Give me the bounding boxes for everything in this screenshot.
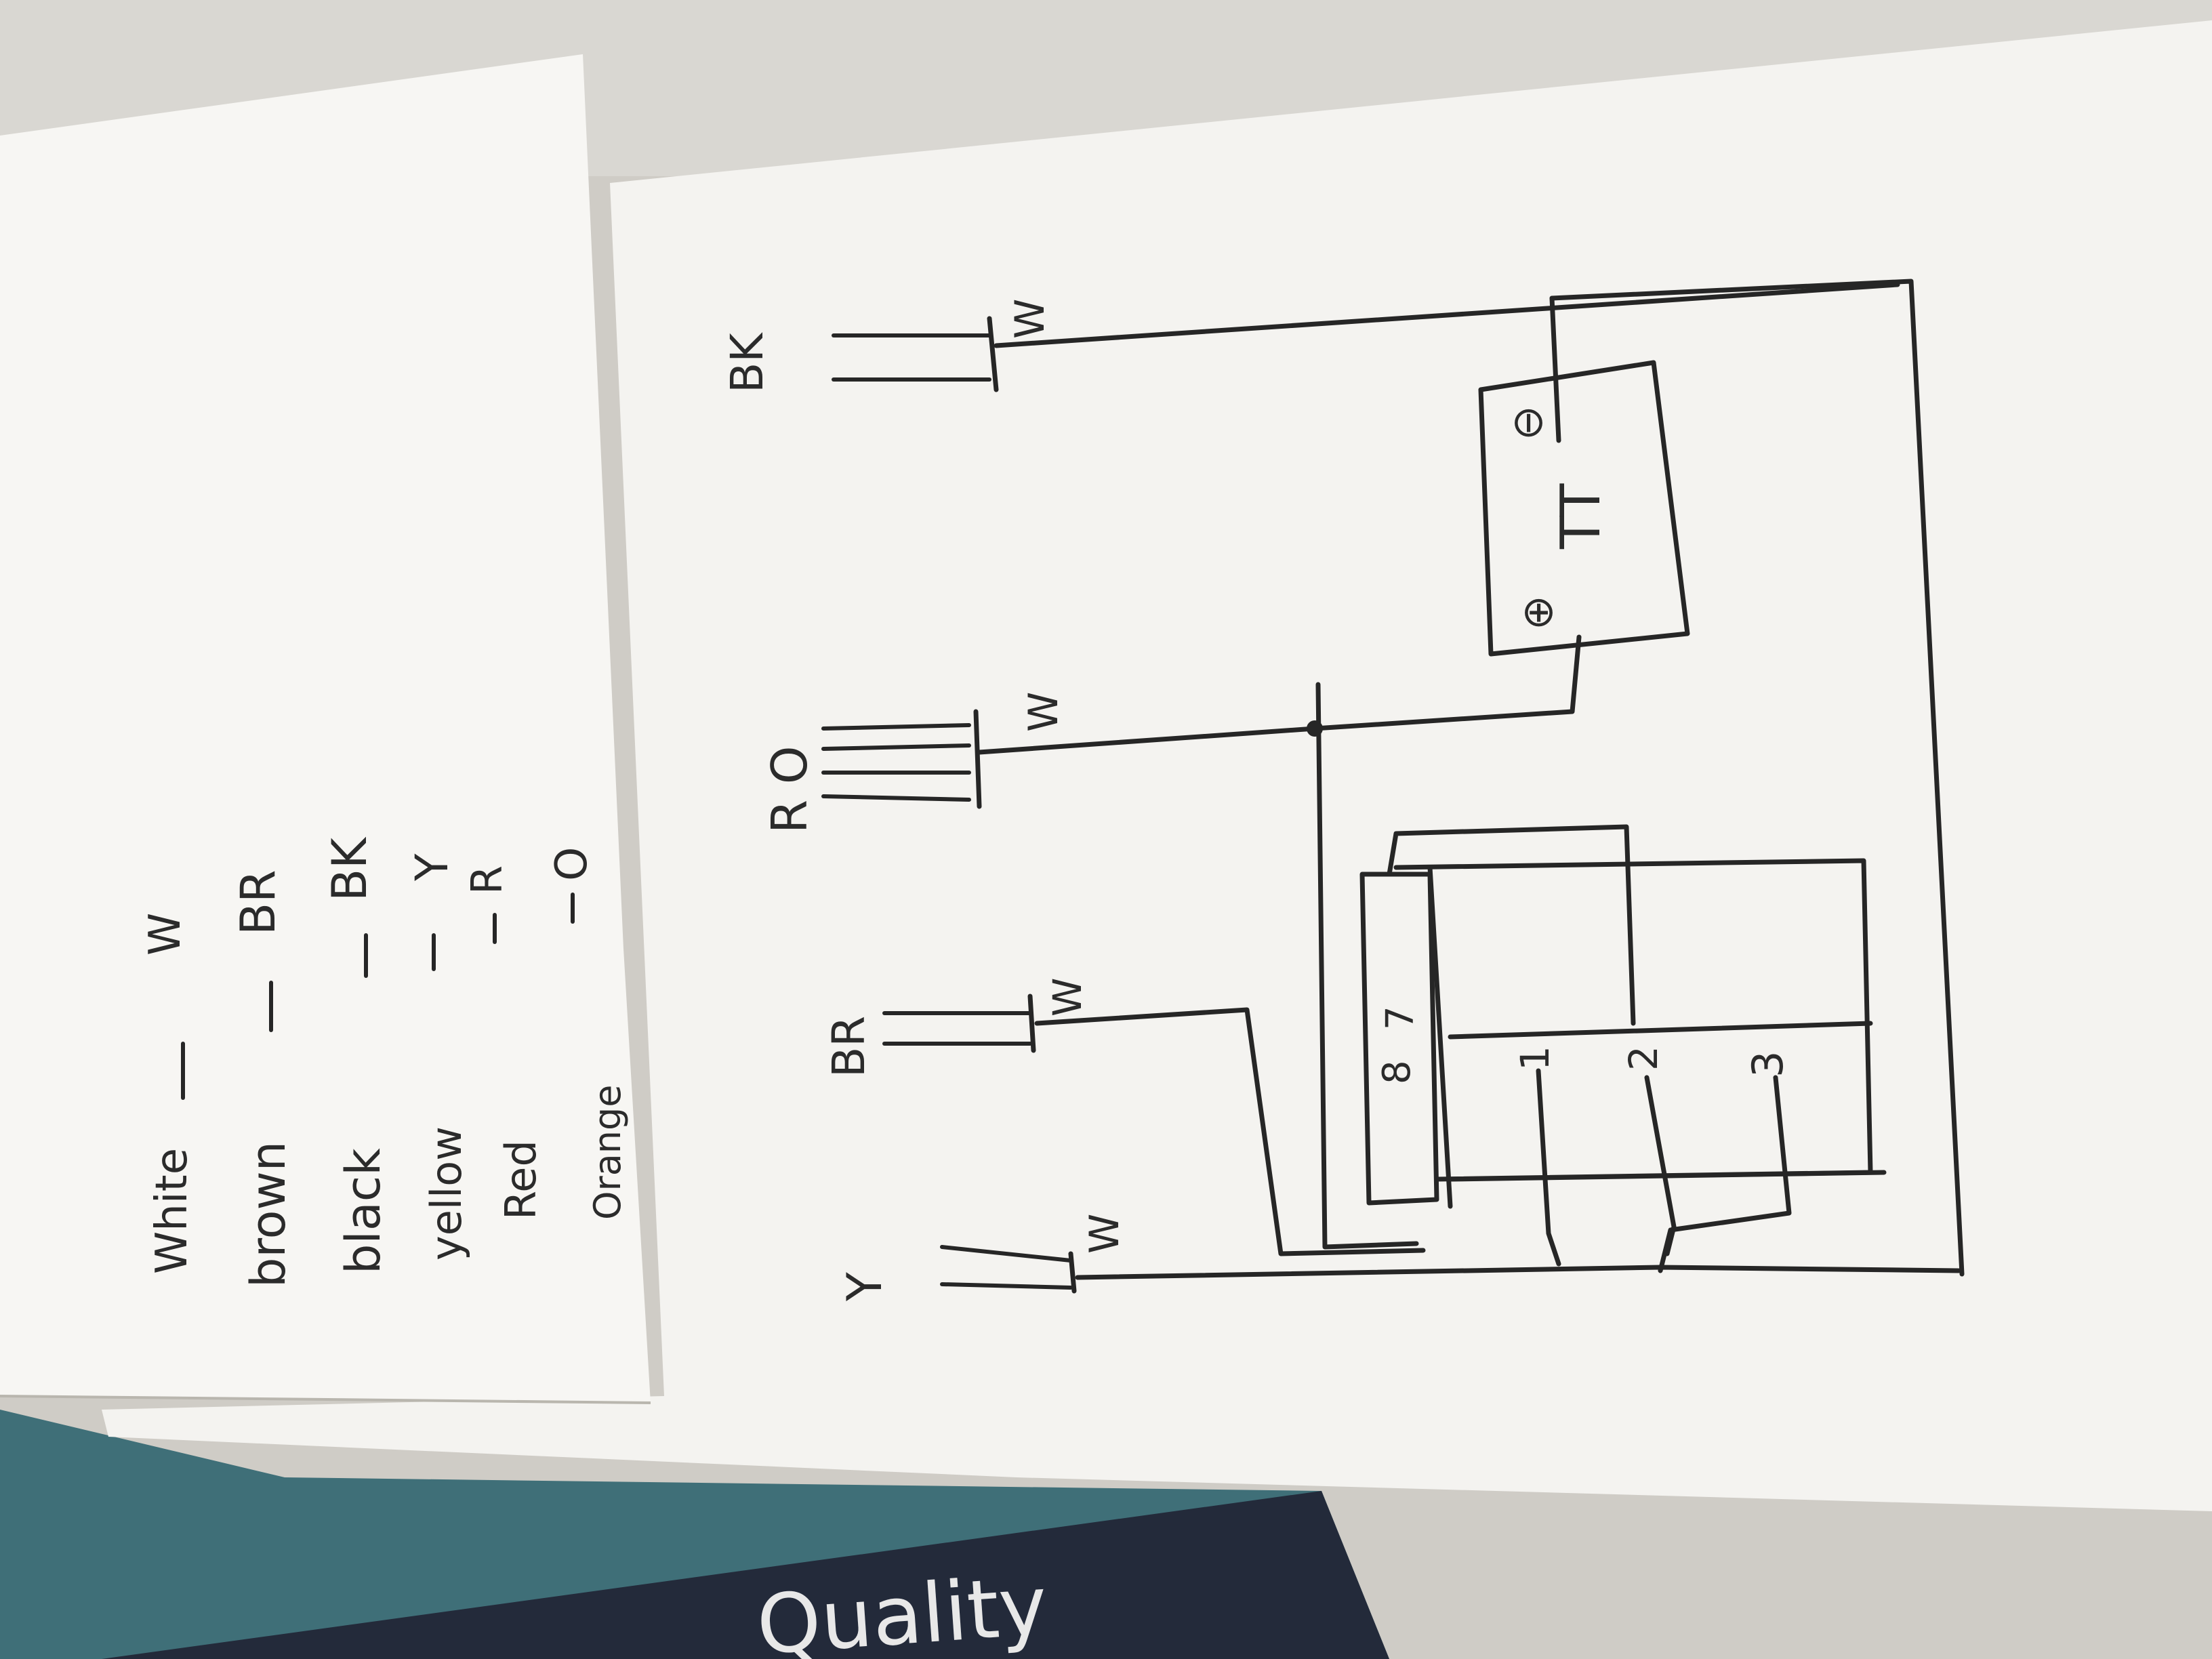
wire-group-bk: BK W [721,282,1900,393]
relay-block: 7 8 1 2 3 [1359,824,1887,1273]
relay-body [1359,872,1439,1206]
relay-cross [1448,1021,1873,1040]
relay-bottom [1448,1170,1887,1182]
wire-crimp [1068,1251,1077,1294]
wire-crimp [973,709,982,809]
bk-line [994,282,1900,348]
thermostat-plus: ⊕ [1513,595,1562,630]
wire-strand [821,743,971,751]
thermostat-box [1478,360,1690,657]
wire-strand [821,723,971,731]
legend-color-orange: Orange [586,1084,629,1220]
outer-loop [1549,279,1965,1277]
terminal-2-lead [1644,1075,1677,1256]
legend-row-white: White W [140,913,197,1274]
terminal-2: 2 [1620,1046,1666,1071]
terminal-3-lead [1658,1075,1792,1273]
slip-edge [0,1395,651,1404]
terminal-7: 7 [1378,1006,1422,1030]
thermostat-label: TT [1549,483,1612,550]
wire-strand [821,794,971,802]
common-label-br: W [1044,978,1090,1017]
legend-code-yellow: Y [406,853,458,882]
legend-code-red: R [462,865,512,895]
bk-to-thermostat [1549,295,1561,443]
wire-label-br: BR [823,1016,875,1078]
thermostat: ⊖ ⊕ TT [1478,360,1690,657]
common-bus [1315,682,1419,1250]
legend-code-black: BK [322,836,377,901]
legend-color-brown: brown [241,1141,296,1288]
legend-row-yellow: yellow Y [406,853,471,1261]
wire-label-y: Y [837,1272,893,1302]
wire-strand [940,1282,1073,1290]
common-label-ro: W [1020,692,1067,732]
legend-row-orange: Orange O [547,847,629,1220]
diagram-sheet [102,20,2212,1511]
relay-divider [1427,865,1453,1209]
legend-color-yellow: yellow [422,1126,471,1261]
relay-wire-8 [1387,824,1636,1026]
legend-row-black: black BK [322,836,391,1274]
wire-label-bk: BK [721,332,773,393]
background-brand-text: Quality [754,1559,1050,1659]
legend-color-red: Red [496,1140,546,1220]
legend-row-red: Red R [462,865,546,1220]
color-legend: White W brown BR black BK yellow Y Red R… [140,836,629,1288]
wire-strand [940,1245,1073,1263]
common-label-bk: W [1006,299,1054,339]
thermostat-minus: ⊖ [1502,405,1552,441]
br-line [1034,1007,1426,1256]
wire-crimp [1027,994,1036,1053]
terminal-3: 3 [1743,1051,1793,1078]
legend-color-white: White [147,1148,197,1274]
wire-group-ro: R O W [761,692,1317,834]
dark-booklet [102,1491,1389,1659]
wire-crimp [987,316,999,392]
wire-group-y: Y W [837,1214,1961,1302]
common-label-y: W [1081,1214,1128,1254]
terminal-8: 8 [1375,1060,1419,1084]
legend-row-brown: brown BR [230,869,296,1288]
wiring-diagram: BK W R O W BR W Y [721,279,1965,1302]
legend-color-black: black [335,1148,391,1274]
legend-code-white: W [140,913,190,956]
wire-group-br: BR W [823,978,1426,1256]
legend-slip [0,54,651,1403]
ro-line [977,726,1317,755]
terminal-1-lead [1536,1068,1561,1267]
legend-code-brown: BR [230,869,286,935]
terminal-1: 1 [1512,1046,1558,1071]
wire-label-ro: R O [761,745,818,834]
to-thermostat [1312,634,1582,731]
legend-code-orange: O [547,847,597,881]
